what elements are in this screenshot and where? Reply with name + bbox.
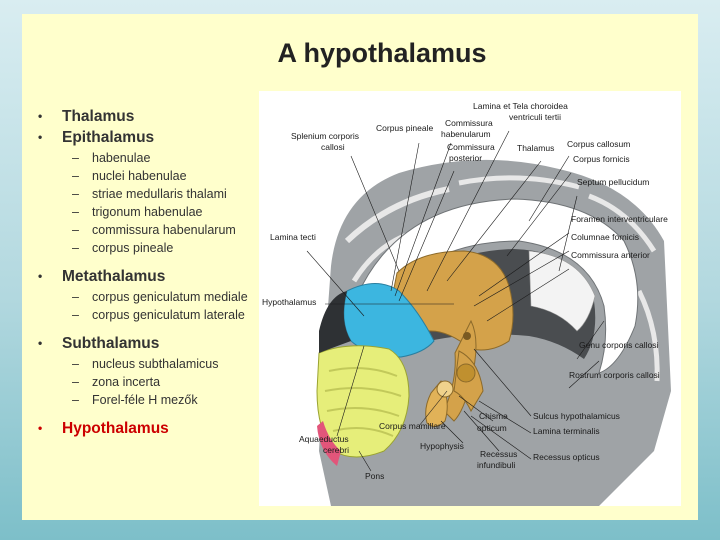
brain-illustration [306,130,671,506]
outline-item-label: Hypothalamus [62,420,169,437]
outline-item-label: Thalamus [62,108,135,125]
label-hypothalamus: Hypothalamus [262,297,317,307]
outline-subitem-label: corpus pineale [92,241,174,255]
bullet-icon: • [38,109,43,123]
dash-icon: – [72,151,79,165]
outline-item-thalamus: • Thalamus [36,106,266,127]
label-recessus-opticus: Recessus opticus [533,452,600,462]
label-comm-post-2: posterior [449,153,483,163]
dash-icon: – [72,223,79,237]
outline-subitem-label: corpus geniculatum laterale [92,308,245,322]
bullet-icon: • [38,269,43,283]
outline-item-hypothalamus: • Hypothalamus [36,418,266,439]
slide-title: A hypothalamus [277,38,487,68]
label-aquaeductus-2: cerebri [323,445,349,455]
label-commissura-anterior: Commissura anterior [571,250,650,260]
outline-subitem: –corpus geniculatum mediale [36,289,266,305]
outline-subitem-label: trigonum habenulae [92,205,203,219]
outline-item-epithalamus: • Epithalamus [36,127,266,148]
label-corpus-fornicis: Corpus fornicis [573,154,630,164]
outline-subitem-label: corpus geniculatum mediale [92,290,248,304]
label-sulcus-hypothalamicus: Sulcus hypothalamicus [533,411,620,421]
outline-subitem-label: habenulae [92,151,151,165]
dash-icon: – [72,357,79,371]
outline-item-label: Subthalamus [62,335,160,352]
outline-subitem-label: nuclei habenulae [92,169,187,183]
outline-subitem-label: nucleus subthalamicus [92,357,219,371]
dash-icon: – [72,187,79,201]
label-comm-hab-2: habenularum [441,129,491,139]
label-thalamus: Thalamus [517,143,555,153]
outline-subitem: –zona incerta [36,374,266,390]
outline-subitem: –corpus geniculatum laterale [36,307,266,323]
label-corpus-mamillare: Corpus mamillare [379,421,446,431]
label-comm-hab-1: Commissura [445,118,493,128]
outline-subitem: –trigonum habenulae [36,204,266,220]
label-chisma-2: opticum [477,423,507,433]
outline-subitem: –striae medullaris thalami [36,186,266,202]
outline-subitem: –corpus pineale [36,240,266,256]
outline-item-label: Epithalamus [62,129,155,146]
label-lamina-tecti: Lamina tecti [270,232,316,242]
label-lamina-terminalis: Lamina terminalis [533,426,600,436]
dash-icon: – [72,393,79,407]
label-splenium-1: Splenium corporis [291,131,360,141]
label-pons: Pons [365,471,385,481]
label-genu-corporis-callosi: Genu corporis callosi [579,340,659,350]
label-hypophysis: Hypophysis [420,441,464,451]
dash-icon: – [72,308,79,322]
dash-icon: – [72,205,79,219]
label-corpus-pineale: Corpus pineale [376,123,434,133]
outline-subitem: –Forel-féle H mezők [36,392,266,408]
bullet-icon: • [38,421,43,435]
label-foramen-interventriculare: Foramen interventriculare [571,214,668,224]
outline-subitem-label: Forel-féle H mezők [92,393,198,407]
dash-icon: – [72,241,79,255]
label-chisma-1: Chisma [479,411,508,421]
outline-item-label: Metathalamus [62,268,166,285]
label-recessus-infundibuli-1: Recessus [480,449,518,459]
outline-subitem-label: striae medullaris thalami [92,187,227,201]
dash-icon: – [72,169,79,183]
bullet-icon: • [38,130,43,144]
label-comm-post-1: Commissura [447,142,495,152]
label-ventriculi-tertii: ventriculi tertii [509,112,561,122]
outline-subitem: –nucleus subthalamicus [36,356,266,372]
midbrain-shape [343,283,435,358]
topic-outline: •Thalamus•Epithalamus–habenulae–nuclei h… [36,106,266,439]
label-rostrum-corporis-callosi: Rostrum corporis callosi [569,370,660,380]
label-lamina-tela: Lamina et Tela choroidea [473,101,568,111]
label-septum-pellucidum: Septum pellucidum [577,177,650,187]
outline-subitem-label: zona incerta [92,375,161,389]
label-aquaeductus-1: Aquaeductus [299,434,349,444]
label-corpus-callosum: Corpus callosum [567,139,631,149]
dash-icon: – [72,375,79,389]
slide: A hypothalamus •Thalamus•Epithalamus–hab… [22,14,698,520]
label-splenium-2: callosi [321,142,345,152]
label-columnae-fornicis: Columnae fornicis [571,232,640,242]
outline-subitem-label: commissura habenularum [92,223,236,237]
label-recessus-infundibuli-2: infundibuli [477,460,516,470]
outline-item-metathalamus: • Metathalamus [36,266,266,287]
brain-sagittal-figure: Lamina et Tela choroidea ventriculi tert… [259,91,681,506]
outline-subitem: –nuclei habenulae [36,168,266,184]
outline-item-subthalamus: • Subthalamus [36,333,266,354]
bullet-icon: • [38,336,43,350]
dash-icon: – [72,290,79,304]
outline-subitem: –commissura habenularum [36,222,266,238]
outline-subitem: –habenulae [36,150,266,166]
